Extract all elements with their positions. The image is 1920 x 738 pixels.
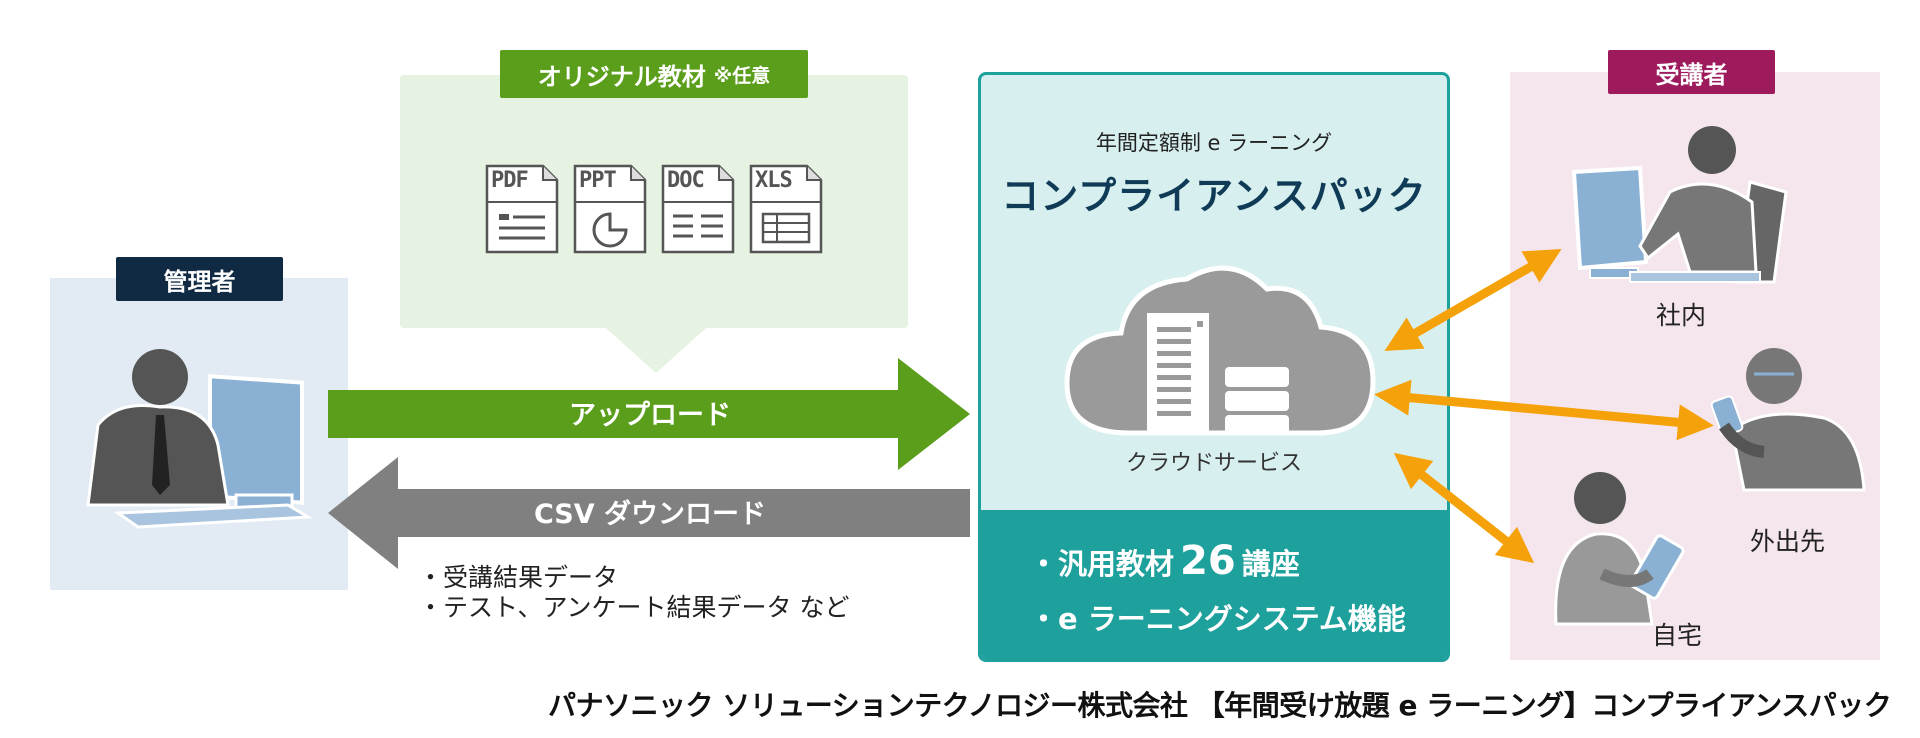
upload-arrow [328,358,970,470]
feature-elearning-system: ・e ラーニングシステム機能 [1029,602,1406,636]
original-materials-note: ※任意 [713,64,771,87]
file-tag-doc: DOC [667,168,705,193]
outside-learner-icon [1710,348,1866,492]
arrow-home [1393,452,1535,564]
system-subtitle: 年間定額制 e ラーニング [1095,131,1333,155]
upload-arrow-label: アップロード [569,400,731,431]
file-tag-xls: XLS [755,168,793,193]
learner-link-arrows [1374,249,1714,564]
office-learner-icon [1571,126,1788,284]
system-title: コンプライアンスパック [1001,174,1427,218]
system-panel: 年間定額制 e ラーニング コンプライアンスパック クラウドサービス ・汎用教材… [978,72,1450,662]
ppt-file-icon: PPT [573,164,647,254]
download-item: ・テスト、アンケート結果データ など [418,593,850,622]
doc-file-icon: DOC [661,164,735,254]
file-tag-ppt: PPT [579,168,617,193]
footer-caption: パナソニック ソリューションテクノロジー株式会社 【年間受け放題 e ラーニング… [548,689,1892,722]
place-outside: 外出先 [1750,527,1826,556]
original-materials-label: オリジナル教材 ※任意 [500,50,808,98]
cloud-caption: クラウドサービス [1125,451,1302,476]
cloud-server-icon [1064,265,1376,436]
home-learner-icon [1554,472,1685,626]
feature-prefix: ・汎用教材 [1029,547,1175,581]
admin-label: 管理者 [116,257,283,301]
place-home: 自宅 [1652,621,1703,650]
place-office: 社内 [1656,301,1707,330]
bubble-tail [606,328,706,373]
feature-suffix: 講座 [1241,547,1300,581]
learner-label: 受講者 [1608,50,1775,94]
arrow-office [1384,249,1562,351]
download-arrow [328,457,970,569]
download-arrow-label: CSV ダウンロード [533,499,767,530]
xls-file-icon: XLS [749,164,823,254]
arrow-outside [1374,379,1714,441]
download-item: ・受講結果データ [418,563,619,592]
file-tag-pdf: PDF [491,168,529,193]
pdf-file-icon: PDF [485,164,559,254]
original-materials-title: オリジナル教材 [537,62,706,91]
admin-person-icon [86,349,313,529]
feature-count: 26 [1180,538,1236,584]
original-materials-bubble [400,75,908,328]
